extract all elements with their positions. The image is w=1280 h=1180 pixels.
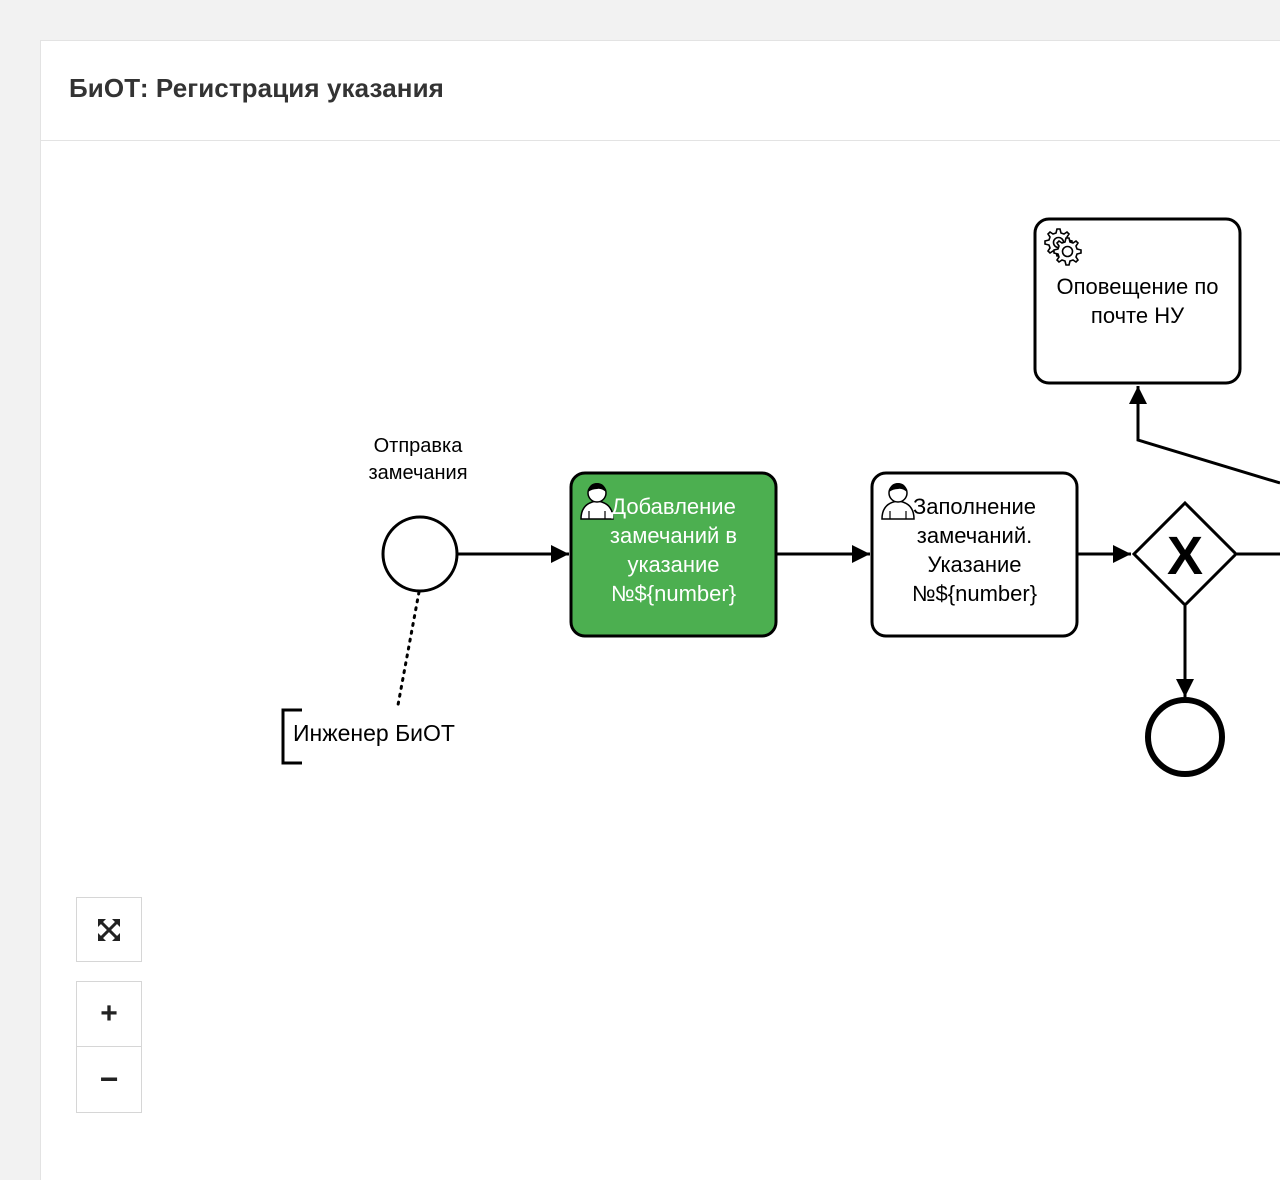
gear-icon [1044,228,1082,266]
start-event-label: Отправка замечания [368,435,468,484]
exclusive-gateway[interactable] [1131,500,1239,608]
task-fill-remarks-label: Заполнение замечаний. Указание №${number… [911,494,1038,606]
fit-view-button[interactable] [76,897,142,962]
text-annotation: Инженер БиОТ [293,720,455,746]
fit-view-icon [98,918,120,941]
flow-to-notify[interactable] [1129,386,1280,485]
text-annotation-bracket [281,708,302,765]
zoom-in-label: + [100,997,118,1030]
gateway-symbol: X [1167,526,1203,586]
user-icon [580,483,614,520]
panel-header: БиОТ: Регистрация указания [41,41,1280,141]
start-event[interactable] [381,515,459,593]
zoom-out-label: − [99,1061,119,1097]
task-email-notify-label: Оповещение по почте НУ [1056,274,1219,328]
task-add-remarks-label: Добавление замечаний в указание №${numbe… [609,494,738,606]
user-icon [881,483,915,520]
zoom-out-button[interactable]: − [76,1046,142,1113]
association-line [396,590,421,707]
task-add-remarks[interactable] [569,471,778,638]
zoom-in-button[interactable]: + [76,981,142,1047]
end-event[interactable] [1145,697,1225,777]
task-email-notify[interactable] [1033,217,1242,385]
page-title: БиОТ: Регистрация указания [69,73,444,103]
task-fill-remarks[interactable] [870,471,1079,638]
